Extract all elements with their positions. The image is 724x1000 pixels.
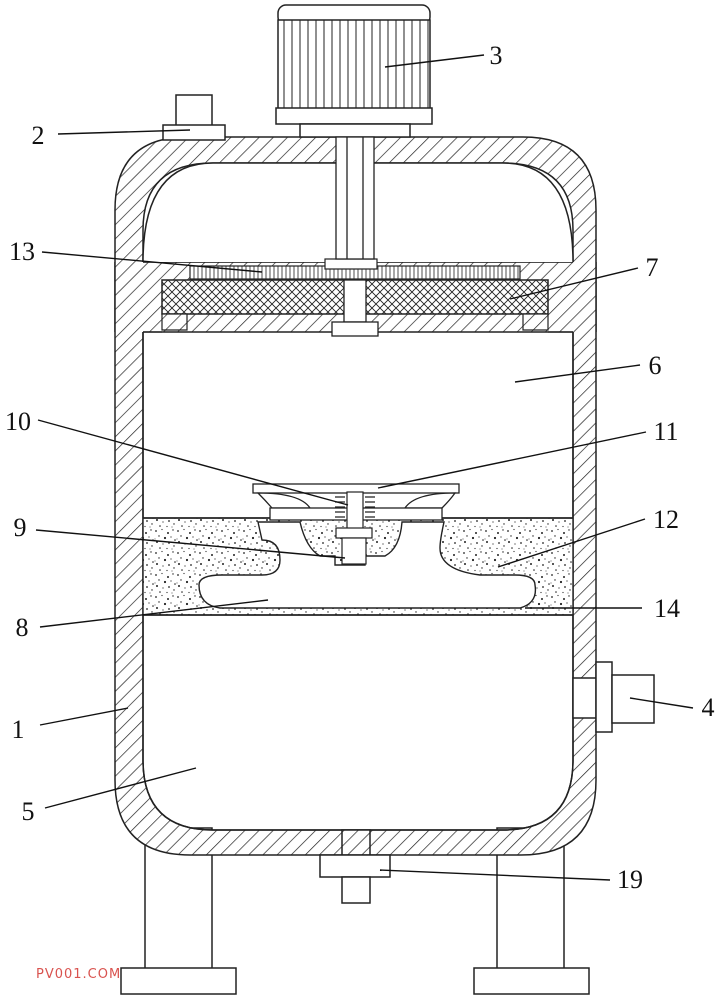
leader-lines <box>35 54 694 881</box>
watermark: PV001.COM <box>36 967 121 982</box>
callout-10: 10 <box>5 407 31 436</box>
callout-2: 2 <box>32 121 45 150</box>
motor <box>275 4 433 138</box>
callout-8: 8 <box>16 613 29 642</box>
inlet-pipe <box>162 94 226 141</box>
side-outlet <box>572 661 655 733</box>
callout-11: 11 <box>653 417 678 446</box>
callout-9: 9 <box>14 513 27 542</box>
drive-shaft <box>331 136 379 337</box>
spring-assembly <box>335 491 375 565</box>
callout-1: 1 <box>12 715 25 744</box>
callout-4: 4 <box>702 693 715 722</box>
callout-19: 19 <box>617 865 643 894</box>
callout-labels: 1 2 3 4 5 6 7 8 9 10 11 12 13 14 19 <box>5 41 715 894</box>
callout-12: 12 <box>653 505 679 534</box>
callout-5: 5 <box>22 797 35 826</box>
callout-14: 14 <box>654 594 680 623</box>
callout-6: 6 <box>649 351 662 380</box>
callout-7: 7 <box>646 253 659 282</box>
bottom-drain <box>319 829 391 904</box>
callout-3: 3 <box>490 41 503 70</box>
callout-13: 13 <box>9 237 35 266</box>
